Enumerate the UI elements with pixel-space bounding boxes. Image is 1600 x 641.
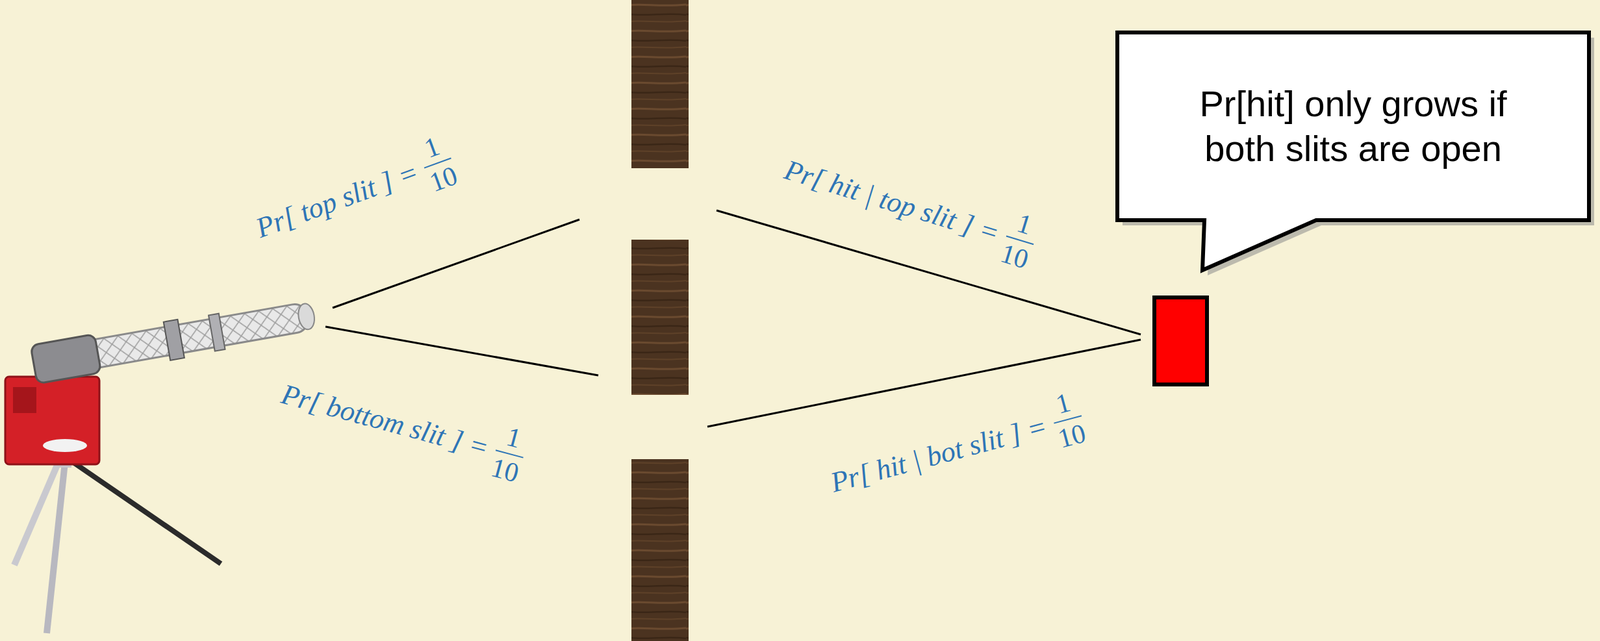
callout-box: Pr[hit] only grows if both slits are ope… xyxy=(1117,32,1589,221)
fraction-numerator: 1 xyxy=(1053,387,1074,420)
fraction-numerator: 1 xyxy=(1014,208,1036,240)
fraction-denominator: 10 xyxy=(425,161,462,198)
wall-segment xyxy=(631,459,689,641)
fraction-numerator: 1 xyxy=(420,131,444,164)
fraction-denominator: 10 xyxy=(997,239,1032,275)
callout-text: Pr[hit] only grows if both slits are ope… xyxy=(1177,81,1529,171)
fraction: 110 xyxy=(996,205,1042,275)
probability-label: Pr[ top slit ] =110 xyxy=(246,128,462,258)
fraction: 110 xyxy=(487,420,531,488)
callout-outline xyxy=(1117,32,1589,271)
probability-label: Pr[ bottom slit ] =110 xyxy=(274,363,532,488)
fraction-denominator: 10 xyxy=(1054,419,1089,454)
pitching-machine xyxy=(5,296,318,634)
path-line xyxy=(325,326,599,376)
probability-text: Pr[ bottom slit ] = xyxy=(278,377,493,465)
probability-text: Pr[ hit | top slit ] = xyxy=(780,152,1004,250)
path-line xyxy=(707,339,1141,427)
target xyxy=(1154,297,1207,385)
probability-label: Pr[ hit | top slit ] =110 xyxy=(776,139,1042,275)
wall-segment xyxy=(631,239,689,395)
fraction-denominator: 10 xyxy=(487,452,522,488)
probability-text: Pr[ hit | bot slit ] = xyxy=(826,409,1051,499)
fraction-numerator: 1 xyxy=(503,422,525,454)
fraction: 110 xyxy=(413,128,462,197)
probability-label: Pr[ hit | bot slit ] =110 xyxy=(823,385,1090,514)
probability-text: Pr[ top slit ] = xyxy=(251,155,423,245)
callout-text-holder: Pr[hit] only grows if both slits are ope… xyxy=(1177,81,1529,171)
fraction: 110 xyxy=(1045,385,1090,454)
callout-shape xyxy=(1117,32,1589,221)
wall-segment xyxy=(631,0,689,169)
path-line xyxy=(332,219,580,308)
